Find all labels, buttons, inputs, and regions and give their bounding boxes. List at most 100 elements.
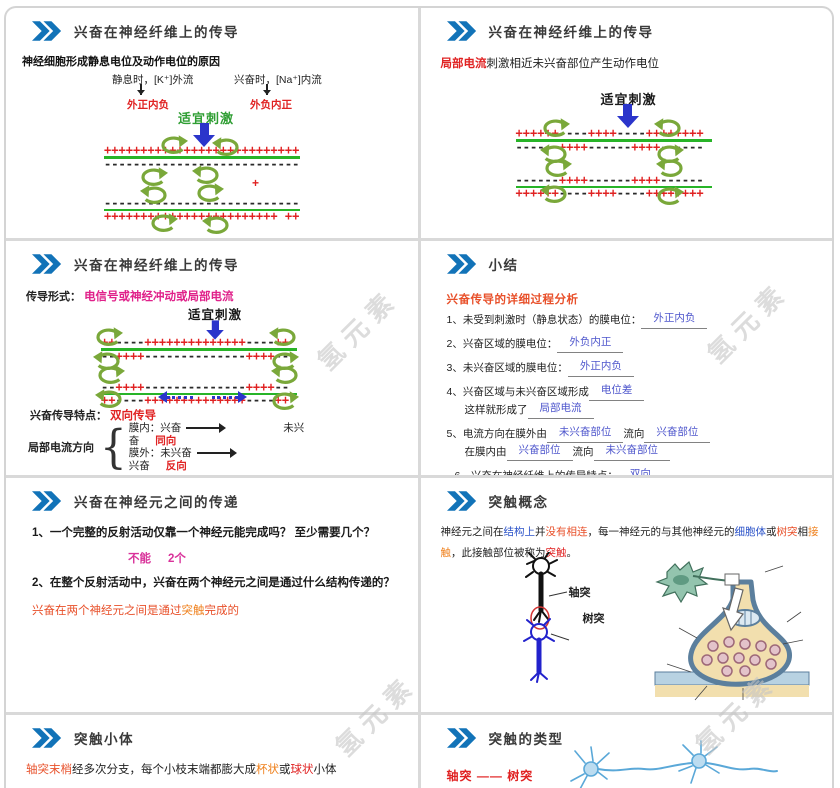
- q5b: 流向: [623, 428, 645, 440]
- slide-5-header: 兴奋在神经元之间的传递: [32, 491, 239, 511]
- membrane-line: [104, 208, 300, 211]
- slide-5: 兴奋在神经元之间的传递 1、一个完整的反射活动仅靠一个神经元能完成吗？ 至少需要…: [6, 478, 418, 712]
- slide-7-header: 突触小体: [32, 728, 134, 748]
- p-seg: 。: [566, 547, 578, 559]
- answer: 未兴奋部位: [593, 443, 670, 461]
- p-seg-synapse: 突触: [545, 547, 567, 559]
- direction-lines: 膜内：兴奋未兴 奋同向 膜外：未兴奋 兴奋反向: [129, 422, 305, 472]
- slide-1: 兴奋在神经纤维上的传导 神经细胞形成静息电位及动作电位的原因 静息时，[K⁺]外…: [6, 8, 418, 238]
- membrane-diagram: ++----++++++++++++++----++ --++++-------…: [101, 338, 301, 405]
- answer-1b: 2个: [168, 553, 186, 565]
- slide-6-title: 突触概念: [488, 495, 549, 510]
- answer: 兴奋部位: [506, 443, 573, 461]
- membrane-line: [515, 185, 712, 188]
- answer: 外正内负: [567, 359, 634, 377]
- resting-ion-label: 静息时，[K⁺]外流: [112, 74, 194, 86]
- circular-current-arrow-icon: [202, 214, 232, 235]
- circular-current-arrow-icon: [93, 326, 123, 347]
- circular-current-arrow-icon: [656, 157, 686, 178]
- inner-direction-wrap: 奋同向: [129, 435, 305, 448]
- slide-1-subtitle: 神经细胞形成静息电位及动作电位的原因: [22, 56, 220, 68]
- circular-current-arrow-icon: [271, 364, 301, 385]
- synapse-type-pair: 轴突 —— 树突: [447, 767, 534, 784]
- circular-current-arrow-icon: [140, 184, 170, 205]
- feature-value: 双向传导: [110, 410, 157, 422]
- outer-top-charges: ++----++++++++++++++----++: [101, 335, 290, 349]
- slide-1-header: 兴奋在神经纤维上的传导: [32, 21, 239, 41]
- double-chevron-icon: [447, 21, 477, 41]
- p-seg: ，每一神经元的与其他神经元的: [587, 526, 735, 538]
- answer: 双向: [618, 467, 663, 475]
- dendrite-label: 树突: [582, 613, 605, 625]
- outer-wrap: 兴奋: [128, 459, 150, 472]
- p-seg: 或: [766, 526, 777, 538]
- inner-tail: 未兴: [283, 422, 305, 434]
- axon-label: 轴突: [568, 587, 591, 599]
- local-current-direction: 局部电流方向 { 膜内：兴奋未兴 奋同向 膜外：未兴奋 兴奋反向: [28, 422, 304, 472]
- slide-6-header: 突触概念: [447, 491, 549, 511]
- p-seg: 或: [279, 764, 291, 776]
- question-1: 1、一个完整的反射活动仅靠一个神经元能完成吗？ 至少需要几个？: [32, 527, 376, 539]
- excited-ion-label: 兴奋时，[Na⁺]内流: [234, 74, 322, 86]
- conduction-feature: 兴奋传导特点： 双向传导: [30, 407, 156, 423]
- synapse-illustration: [654, 560, 809, 701]
- brace-glyph: {: [100, 419, 127, 474]
- circular-current-arrow-icon: [269, 390, 299, 411]
- neuron-network-illustration: [569, 740, 778, 788]
- stimulus-label: 适宜刺激: [188, 308, 243, 322]
- outer-pre: 膜外：未兴奋: [128, 447, 192, 459]
- slide-7: 突触小体 轴突末梢经多次分支，每个小枝末端都膨大成杯状或球状小体: [6, 715, 418, 788]
- circular-current-arrow-icon: [148, 212, 178, 233]
- q5d: 流向: [572, 446, 594, 458]
- answer: 未兴奋部位: [546, 425, 624, 443]
- slide-3: 兴奋在神经纤维上的传导 传导形式： 电信号或神经冲动或局部电流 适宜刺激 ++-…: [6, 241, 418, 475]
- answer-2-pre: 兴奋在两个神经元之间是通过: [32, 605, 182, 617]
- membrane-diagram: +++++++++++++++++++++++++++ ------------…: [104, 146, 304, 221]
- p-seg-notconnected: 没有相连: [545, 526, 588, 538]
- slide-8-title: 突触的类型: [488, 732, 564, 747]
- inner-value: 同向: [155, 434, 177, 447]
- bouton-paragraph: 轴突末梢经多次分支，每个小枝末端都膨大成杯状或球状小体: [26, 761, 416, 777]
- q3: 3、未兴奋区域的膜电位：: [446, 362, 568, 374]
- q1: 1、未受到刺激时（静息状态）的膜电位：: [446, 314, 642, 326]
- answer: 兴奋部位: [644, 425, 711, 443]
- circular-current-arrow-icon: [654, 185, 684, 206]
- summary-list: 1、未受到刺激时（静息状态）的膜电位：外正内负 2、兴奋区域的膜电位：外负内正 …: [446, 311, 817, 475]
- outer-direction-line: 膜外：未兴奋: [129, 447, 305, 460]
- p-seg-soma: 细胞体: [734, 526, 767, 538]
- slide-2-title: 兴奋在神经纤维上的传导: [488, 25, 654, 40]
- circular-current-arrow-icon: [95, 388, 125, 409]
- outer-top-charges: +++++++++++++++++++++++++++: [104, 143, 300, 157]
- double-chevron-icon: [447, 728, 477, 748]
- inner-bottom-charges: --++++--------------++++--: [101, 379, 290, 394]
- p-seg-dendrite: 树突: [776, 526, 798, 538]
- slide-6: 突触概念 神经元之间在结构上并没有相连，每一神经元的与其他神经元的细胞体或树突相…: [420, 478, 832, 712]
- p-seg: 并: [535, 526, 546, 538]
- lead-highlight: 局部电流: [440, 58, 487, 70]
- summary-item-4: 4、兴奋区域与未兴奋区域形成电位差 这样就形成了局部电流: [446, 384, 817, 421]
- answer: 外正内负: [641, 311, 708, 329]
- slide-2: 兴奋在神经纤维上的传导 局部电流刺激相近未兴奋部位产生动作电位 适宜刺激 +++…: [420, 8, 832, 238]
- answer-1a: 不能: [128, 553, 151, 565]
- pair-dash: ——: [476, 769, 503, 783]
- double-chevron-icon: [447, 491, 477, 511]
- membrane-diagram: ++++++----++++----++++++++ ------++++---…: [515, 129, 716, 200]
- slide-2-header: 兴奋在神经纤维上的传导: [447, 21, 654, 41]
- p-seg-cup: 杯状: [256, 764, 279, 776]
- slide-7-title: 突触小体: [74, 732, 134, 747]
- q4a: 4、兴奋区域与未兴奋区域形成: [446, 386, 589, 398]
- slide-4-header: 小结: [447, 254, 519, 274]
- outer-bottom-charges: ++++++----++++----++++++++: [515, 186, 704, 200]
- double-chevron-icon: [32, 728, 62, 748]
- q6: 6、兴奋在神经纤维上的传导特点：: [455, 470, 618, 475]
- inner-bottom-charges: ---------------------------: [104, 195, 300, 210]
- summary-item-2: 2、兴奋区域的膜电位：外负内正: [447, 336, 817, 355]
- p-seg: 经多次分支，每个小枝末端都膨大成: [72, 764, 256, 776]
- stimulus-arrow-icon: [206, 320, 224, 340]
- summary-item-5: 5、电流方向在膜外由未兴奋部位流向兴奋部位 在膜内由兴奋部位流向未兴奋部位: [447, 425, 817, 463]
- double-chevron-icon: [32, 491, 62, 511]
- inner-top-charges: ------++++------++++------: [515, 139, 704, 154]
- membrane-line: [101, 348, 297, 351]
- summary-item-6: 6、兴奋在神经纤维上的传导特点：双向: [455, 467, 817, 475]
- p-seg-ball: 球状: [290, 764, 314, 776]
